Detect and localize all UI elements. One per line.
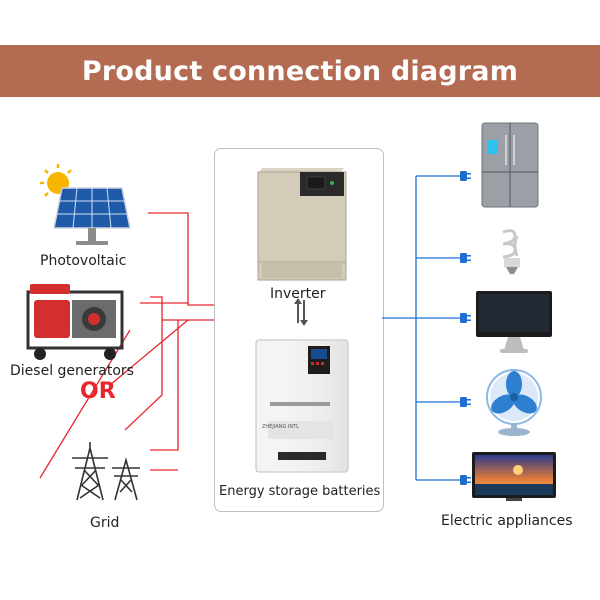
or-label: OR bbox=[80, 379, 116, 404]
page-title: Product connection diagram bbox=[81, 55, 519, 87]
battery-label: Energy storage batteries bbox=[219, 484, 381, 499]
bidirectional-arrow-icon bbox=[294, 298, 308, 326]
battery-brand-label: ZHEJIANG INTL bbox=[262, 424, 299, 430]
photovoltaic-label: Photovoltaic bbox=[40, 253, 127, 269]
light-bulb-icon bbox=[502, 229, 519, 259]
fan-icon bbox=[486, 369, 542, 436]
refrigerator-icon bbox=[481, 122, 539, 208]
inverter-label: Inverter bbox=[270, 286, 326, 302]
source-connection-lines bbox=[39, 212, 214, 479]
bulb-tip bbox=[506, 267, 518, 274]
grid-label: Grid bbox=[90, 515, 120, 531]
monitor-icon bbox=[476, 291, 552, 353]
inverter-icon bbox=[257, 168, 347, 281]
battery-icon bbox=[255, 339, 349, 473]
power-pylon-icon bbox=[72, 442, 140, 501]
electric-appliances-label: Electric appliances bbox=[441, 513, 573, 529]
diesel-generators-label: Diesel generators bbox=[10, 363, 134, 379]
appliance-connection-lines bbox=[382, 175, 460, 481]
solar-panel-icon bbox=[40, 164, 131, 245]
plug-icons bbox=[460, 171, 471, 485]
title-banner: Product connection diagram bbox=[0, 45, 600, 97]
television-icon bbox=[472, 452, 556, 501]
diesel-generator-icon bbox=[26, 284, 124, 360]
bulb-base bbox=[504, 258, 520, 267]
